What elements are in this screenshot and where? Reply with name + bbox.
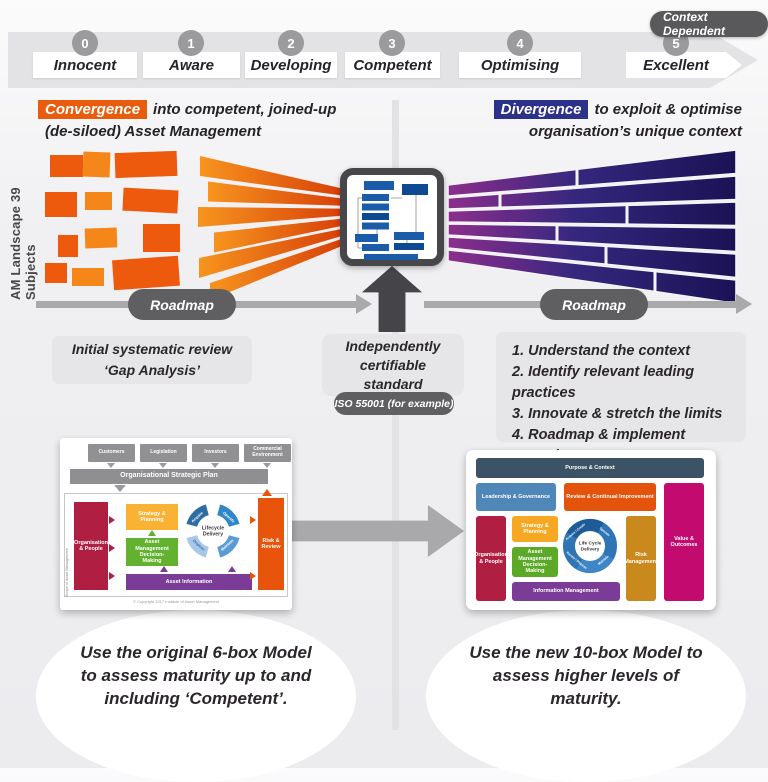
- svg-text:Life Cycle: Life Cycle: [579, 541, 602, 547]
- svg-text:Maintain: Maintain: [597, 555, 610, 566]
- standard-document-icon: [340, 168, 444, 266]
- roadmap-left-arrowhead: [356, 294, 372, 314]
- arrow-icon: [228, 566, 236, 572]
- external-box-customers: Customers: [88, 444, 135, 462]
- step-item: 2. Identify relevant leading practices: [512, 364, 695, 401]
- life-cycle-delivery-wheel: Life Cycle Delivery Acquire / Create Ope…: [563, 519, 617, 573]
- arrow-icon: [109, 516, 115, 524]
- level-label: Innocent: [53, 56, 117, 74]
- purpose-context-bar: Purpose & Context: [476, 458, 704, 478]
- roadmap-left-pill: Roadmap: [128, 289, 236, 320]
- caption-dome-right: [426, 610, 746, 782]
- level-label: Competent: [353, 56, 432, 74]
- context-dependent-badge: Context Dependent: [650, 10, 768, 38]
- caption-dome-left: [36, 610, 356, 782]
- standard-flowchart-icon: [355, 181, 428, 260]
- external-box-investors: Investors: [192, 444, 239, 462]
- svg-text:Lifecycle: Lifecycle: [202, 526, 224, 532]
- arrow-icon: [250, 572, 256, 580]
- asset-information-bar: Asset Information: [126, 574, 252, 590]
- external-box-commercial: Commercial Environment: [244, 444, 291, 462]
- roadmap-right-pill: Roadmap: [540, 289, 648, 320]
- strategy-planning-box: Strategy & Planning: [512, 516, 558, 542]
- down-arrow-icon: [107, 463, 115, 468]
- level-box-optimising: Optimising: [459, 52, 581, 78]
- down-arrow-icon: [211, 463, 219, 468]
- iso-55001-badge: ISO 55001 (for example): [334, 392, 454, 415]
- gap-analysis-note: Initial systematic review ‘Gap Analysis’: [52, 336, 252, 384]
- risk-review-box: Risk & Review: [258, 498, 284, 590]
- caption-6box: Use the original 6-box Model to assess m…: [80, 643, 312, 708]
- strategy-planning-box: Strategy & Planning: [126, 504, 178, 530]
- level-box-competent: Competent: [345, 52, 440, 78]
- divergence-wedges: [447, 149, 737, 305]
- divergence-tag: Divergence: [493, 100, 589, 119]
- svg-text:Delivery: Delivery: [203, 532, 223, 538]
- external-box-legislation: Legislation: [140, 444, 187, 462]
- review-improvement-box: Review & Continual Improvement: [564, 483, 656, 511]
- model-transition-arrow: [292, 505, 464, 557]
- convergence-divergence-beams: [45, 149, 737, 305]
- down-arrow-icon: [114, 485, 126, 492]
- model-6box-card: Customers Legislation Investors Commerci…: [60, 438, 292, 610]
- divergence-segment-breaks: [498, 168, 657, 293]
- arrow-icon: [109, 572, 115, 580]
- arrow-icon: [262, 489, 272, 496]
- level-number-badge: 2: [278, 30, 304, 56]
- down-arrow-icon: [263, 463, 271, 468]
- organisation-people-box: Organisation & People: [474, 516, 508, 601]
- step-item: 3. Innovate & stretch the limits: [512, 406, 723, 422]
- divergence-steps-note: 1. Understand the context 2. Identify re…: [496, 332, 746, 464]
- arrow-icon: [250, 516, 256, 524]
- level-number-badge: 3: [379, 30, 405, 56]
- model-10box-card: Purpose & Context Leadership & Governanc…: [466, 450, 716, 610]
- level-label: Optimising: [480, 56, 560, 74]
- value-outcomes-box: Value & Outcomes: [664, 483, 704, 601]
- down-arrow-icon: [159, 463, 167, 468]
- level-number-badge: 0: [72, 30, 98, 56]
- decision-making-box: Asset Management Decision-Making: [126, 538, 178, 566]
- risk-management-box: Risk Management: [624, 516, 658, 601]
- convergence-line2: (de-siloed) Asset Management: [45, 123, 262, 140]
- center-divider-line: [392, 100, 399, 730]
- step-item: 1. Understand the context: [512, 343, 691, 359]
- arrow-icon: [160, 566, 168, 572]
- certifiable-standard-note: Independently certifiable standard: [322, 334, 464, 396]
- arrow-icon: [109, 544, 115, 552]
- information-management-bar: Information Management: [512, 582, 620, 601]
- divergence-line2: organisation’s unique context: [528, 123, 742, 140]
- copyright-line: © Copyright 2017 Institute of Asset Mana…: [132, 599, 220, 604]
- level-label: Excellent: [643, 56, 709, 74]
- convergence-tag: Convergence: [38, 100, 148, 119]
- level-box-aware: Aware: [143, 52, 240, 78]
- level-label: Aware: [168, 56, 215, 74]
- level-box-excellent: Excellent: [626, 52, 742, 78]
- convergence-wedges: [198, 156, 340, 300]
- organisation-people-box: Organisation & People: [74, 502, 108, 590]
- organisational-strategic-plan-bar: Organisational Strategic Plan: [70, 469, 268, 484]
- svg-text:Operate: Operate: [599, 526, 611, 537]
- am-landscape-axis-label: AM Landscape 39 Subjects: [8, 187, 38, 300]
- level-box-innocent: Innocent: [33, 52, 137, 78]
- level-number-badge: 4: [507, 30, 533, 56]
- svg-text:Delivery: Delivery: [581, 547, 600, 553]
- arrow-icon: [148, 530, 156, 536]
- level-number-badge: 1: [178, 30, 204, 56]
- level-label: Developing: [250, 56, 332, 74]
- step-item: 4. Roadmap & implement: [512, 427, 686, 443]
- roadmap-right-arrowhead: [736, 294, 752, 314]
- scope-boundary: [64, 493, 288, 597]
- lifecycle-delivery-wheel: Lifecycle Delivery Acquire Operate Maint…: [186, 504, 240, 558]
- scope-label: Scope of Asset Management: [65, 548, 69, 597]
- caption-10box: Use the new 10-box Model to assess highe…: [469, 643, 703, 708]
- level-box-developing: Developing: [245, 52, 337, 78]
- subjects-cluster: [45, 150, 180, 291]
- leadership-governance-box: Leadership & Governance: [476, 483, 556, 511]
- decision-making-box: Asset Management Decision-Making: [512, 547, 558, 577]
